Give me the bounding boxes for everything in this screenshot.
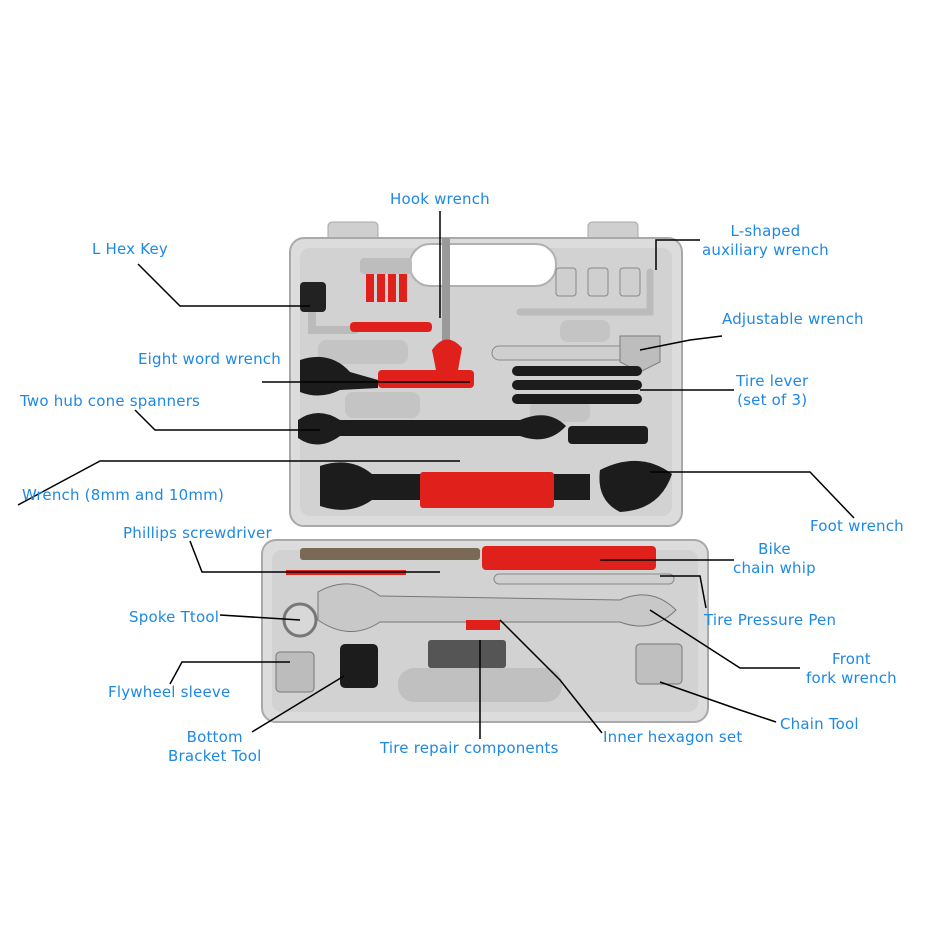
label-l-shaped-line2: auxiliary wrench xyxy=(702,241,829,259)
hex-socket-bits xyxy=(360,258,412,302)
case-handle-slot xyxy=(409,243,557,287)
hook-wrench-bar xyxy=(442,238,450,368)
label-adjustable-wrench: Adjustable wrench xyxy=(722,310,864,328)
eight-word-wrench-handle xyxy=(378,370,474,388)
label-front-fork-line1: Front xyxy=(831,650,871,668)
cone-wrench-silver xyxy=(317,583,677,632)
red-tool-block xyxy=(420,472,554,508)
flywheel-sleeve-tool xyxy=(275,651,315,693)
label-phillips-screwdriver: Phillips screwdriver xyxy=(123,524,272,542)
tire-levers xyxy=(512,366,642,404)
patch-kit-handle xyxy=(466,620,500,630)
sockets xyxy=(555,267,641,297)
red-screwdriver-bar xyxy=(350,322,432,332)
label-hook-wrench: Hook wrench xyxy=(390,190,490,208)
hub-cone-spanner xyxy=(298,413,566,445)
label-tire-repair-components: Tire repair components xyxy=(380,739,559,757)
label-bottom-bracket-line2: Bracket Tool xyxy=(168,747,262,765)
bottom-bracket-tool-shape xyxy=(340,644,378,688)
chain-whip-chain xyxy=(300,548,480,560)
label-spoke-tool: Spoke Ttool xyxy=(129,608,220,626)
label-front-fork-line2: fork wrench xyxy=(806,669,897,687)
label-eight-word-wrench: Eight word wrench xyxy=(138,350,281,368)
adjustable-wrench-head xyxy=(619,335,661,373)
label-two-hub-cone-spanners: Two hub cone spanners xyxy=(20,392,201,410)
chain-whip-handle xyxy=(482,546,656,570)
label-foot-wrench: Foot wrench xyxy=(810,517,904,535)
label-tire-pressure-pen: Tire Pressure Pen xyxy=(704,611,837,629)
label-bottom-bracket-tool: Bottom Bracket Tool xyxy=(168,728,261,766)
label-l-shaped-wrench: L-shaped auxiliary wrench xyxy=(702,222,829,260)
pointer-lines xyxy=(17,211,855,739)
hook-wrench-head xyxy=(432,339,462,370)
l-hex-key-block xyxy=(300,282,326,312)
label-front-fork-wrench: Front fork wrench xyxy=(806,650,897,688)
label-bottom-bracket-line1: Bottom xyxy=(186,728,243,746)
chain-tool-shape xyxy=(635,643,683,685)
label-l-shaped-line1: L-shaped xyxy=(730,222,801,240)
label-bike-chain-whip: Bike chain whip xyxy=(733,540,816,578)
adjustable-wrench-body xyxy=(491,345,633,361)
label-inner-hexagon-set: Inner hexagon set xyxy=(603,728,743,746)
label-tire-lever-line1: Tire lever xyxy=(736,372,809,390)
allen-keys xyxy=(568,426,648,444)
label-bike-line1: Bike xyxy=(758,540,791,558)
label-bike-line2: chain whip xyxy=(733,559,816,577)
foot-wrench-head xyxy=(599,460,672,512)
label-wrench-8-10: Wrench (8mm and 10mm) xyxy=(22,486,224,504)
patch-kit xyxy=(428,640,506,668)
tire-pressure-pen-tool xyxy=(493,573,675,585)
label-flywheel-sleeve: Flywheel sleeve xyxy=(108,683,231,701)
l-shaped-wrench-tool xyxy=(516,268,654,316)
label-l-hex-key: L Hex Key xyxy=(92,240,169,258)
label-tire-lever-line2: (set of 3) xyxy=(737,391,808,409)
label-chain-tool: Chain Tool xyxy=(780,715,859,733)
eight-word-wrench-head xyxy=(300,356,378,396)
label-tire-lever: Tire lever (set of 3) xyxy=(736,372,808,410)
